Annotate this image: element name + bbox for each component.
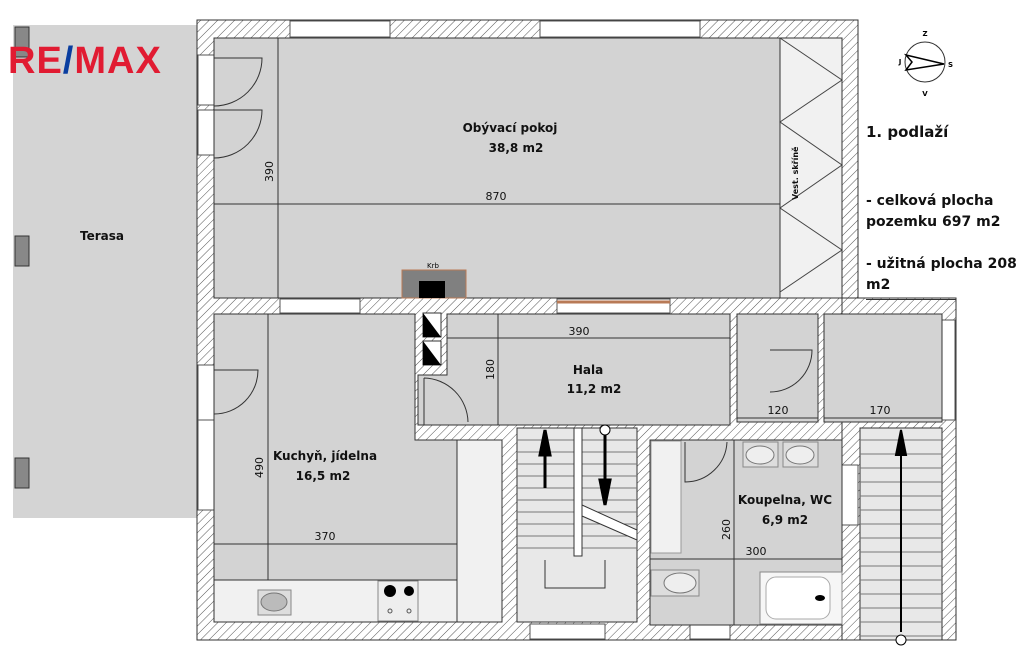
staircase bbox=[516, 424, 638, 623]
kitchen-side-counter bbox=[456, 439, 503, 623]
kitchen-dim-v: 490 bbox=[253, 457, 266, 478]
floor-label: 1. podlaží bbox=[866, 123, 949, 141]
small-room-dim-h: 120 bbox=[768, 404, 789, 417]
svg-text:V: V bbox=[922, 90, 928, 98]
hall bbox=[417, 313, 731, 426]
small-room bbox=[736, 313, 819, 423]
svg-text:Z: Z bbox=[922, 30, 927, 38]
usable-area-line1: - užitná plocha 208 bbox=[866, 256, 1017, 272]
wardrobe-label: Vest. skříně bbox=[790, 146, 800, 200]
hall-dim-v: 180 bbox=[484, 359, 497, 380]
side-room bbox=[823, 313, 943, 423]
side-room-dim-h: 170 bbox=[870, 404, 891, 417]
compass-icon: Z J S V bbox=[898, 30, 953, 98]
hall-dim-h: 390 bbox=[569, 325, 590, 338]
svg-text:J: J bbox=[898, 58, 902, 66]
hall-area: 11,2 m2 bbox=[567, 382, 622, 396]
divider bbox=[866, 299, 956, 300]
living-room bbox=[213, 37, 781, 299]
washbasin-icon bbox=[745, 445, 775, 465]
bathroom-dim-v: 260 bbox=[720, 519, 733, 540]
cooktop-icon bbox=[377, 580, 419, 622]
terrace-post bbox=[14, 235, 30, 267]
remax-logo: RE/MAX bbox=[8, 40, 162, 82]
terrace-label: Terasa bbox=[80, 229, 124, 243]
hall-name: Hala bbox=[573, 363, 603, 377]
plot-area-line1: - celková plocha bbox=[866, 193, 994, 209]
living-room-name: Obývací pokoj bbox=[463, 121, 558, 135]
plot-area-line2: pozemku 697 m2 bbox=[866, 214, 1001, 230]
washbasin-icon bbox=[785, 445, 815, 465]
living-dim-h: 870 bbox=[486, 190, 507, 203]
side-staircase bbox=[859, 427, 943, 646]
bathroom-area: 6,9 m2 bbox=[762, 513, 808, 527]
svg-text:S: S bbox=[948, 61, 953, 69]
kitchen-dim-h: 370 bbox=[315, 530, 336, 543]
living-room-area: 38,8 m2 bbox=[489, 141, 544, 155]
terrace-post bbox=[14, 457, 30, 489]
sink-icon bbox=[260, 592, 288, 612]
kitchen-area: 16,5 m2 bbox=[296, 469, 351, 483]
wardrobe bbox=[779, 37, 843, 299]
toilet-icon bbox=[663, 572, 697, 594]
kitchen-counter bbox=[213, 579, 458, 623]
fireplace-label: Krb bbox=[427, 262, 439, 270]
bathroom-name: Koupelna, WC bbox=[738, 493, 832, 507]
terrace bbox=[13, 25, 197, 518]
living-dim-v: 390 bbox=[263, 161, 276, 182]
terrace-post bbox=[14, 26, 30, 58]
usable-area-line2: m2 bbox=[866, 277, 891, 293]
bathroom-dim-h: 300 bbox=[746, 545, 767, 558]
kitchen-name: Kuchyň, jídelna bbox=[273, 449, 377, 463]
